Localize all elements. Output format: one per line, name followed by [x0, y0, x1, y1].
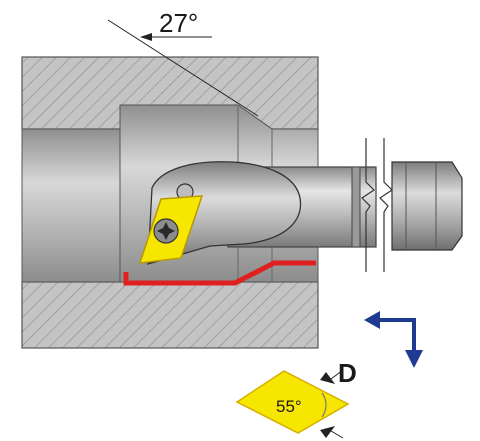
workpiece-bottom-section — [21, 281, 319, 349]
rhombus-insert-icon: 55° D — [235, 358, 357, 439]
feed-direction-arrows-icon — [364, 311, 423, 368]
leader-line — [107, 19, 259, 117]
insert-type-label: D — [338, 358, 357, 388]
leader-arrow-icon — [140, 33, 152, 41]
insert-symbol-rhombus — [235, 370, 350, 434]
bore-main — [21, 128, 121, 283]
insert-angle-arc — [321, 392, 327, 418]
feed-arrow-left-icon — [364, 311, 380, 329]
torx-icon — [157, 222, 175, 240]
shank-break-left — [361, 138, 375, 272]
holder-block — [391, 161, 463, 251]
lead-angle-label: 27° — [159, 8, 198, 38]
lead-angle-annotation: 27° — [107, 8, 259, 117]
feed-arrow-down-icon — [405, 350, 423, 368]
size-arrow-bottom-icon — [320, 426, 335, 438]
size-arrow-top-icon — [320, 372, 335, 384]
cutting-path — [123, 260, 316, 286]
shank-break-right — [379, 138, 393, 272]
insert — [138, 195, 204, 264]
insert-angle-label: 55° — [276, 397, 302, 416]
workpiece — [21, 56, 319, 349]
